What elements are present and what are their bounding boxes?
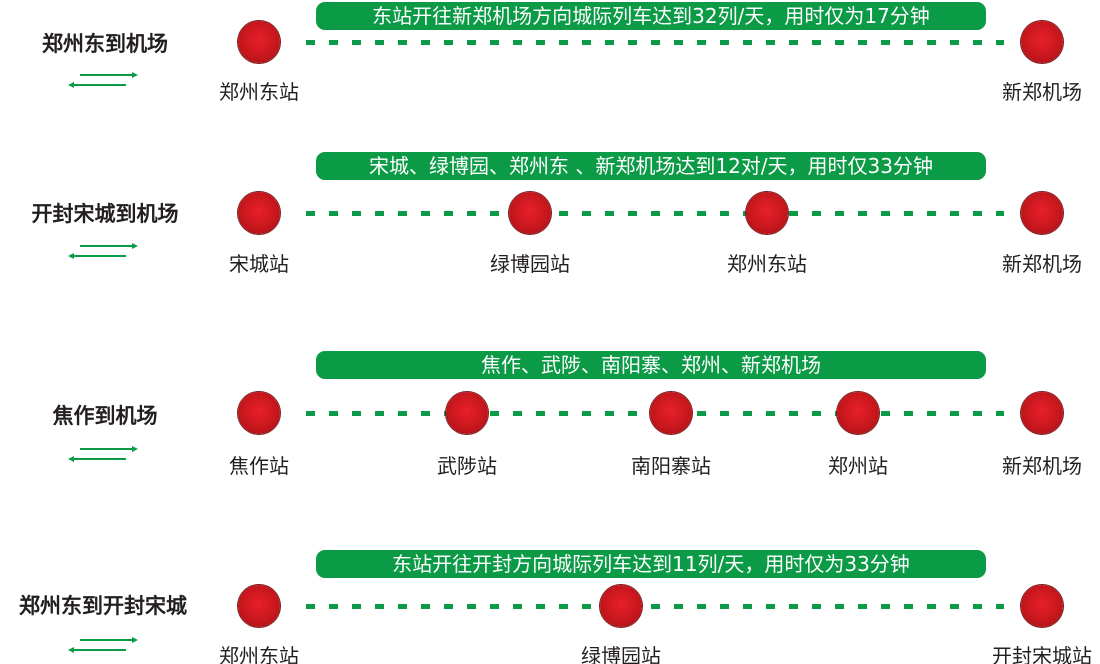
station-label: 郑州东站	[219, 644, 299, 664]
bidirectional-arrows-icon	[66, 446, 140, 462]
route-title: 郑州东到开封宋城	[19, 594, 187, 618]
station-label: 新郑机场	[1002, 80, 1082, 104]
station-label: 郑州站	[828, 454, 888, 478]
station-label: 新郑机场	[1002, 252, 1082, 276]
station-marker[interactable]	[600, 585, 642, 627]
station-marker[interactable]	[238, 21, 280, 63]
station-label: 郑州东站	[727, 252, 807, 276]
station-label: 武陟站	[437, 454, 497, 478]
station-marker[interactable]	[746, 192, 788, 234]
station-label: 绿博园站	[581, 644, 661, 664]
station-marker[interactable]	[1021, 585, 1063, 627]
station-label: 郑州东站	[219, 80, 299, 104]
route-info-banner: 东站开往新郑机场方向城际列车达到32列/天，用时仅为17分钟	[316, 2, 986, 30]
route-title: 焦作到机场	[52, 404, 158, 428]
bidirectional-arrows-icon	[66, 637, 140, 653]
station-label: 新郑机场	[1002, 454, 1082, 478]
route-info-banner: 宋城、绿博园、郑州东 、新郑机场达到12对/天，用时仅33分钟	[316, 152, 986, 180]
station-marker[interactable]	[1021, 192, 1063, 234]
station-marker[interactable]	[650, 392, 692, 434]
station-label: 绿博园站	[490, 252, 570, 276]
station-marker[interactable]	[1021, 392, 1063, 434]
station-label: 南阳寨站	[631, 454, 711, 478]
dashed-rail-line	[306, 40, 1004, 45]
station-marker[interactable]	[446, 392, 488, 434]
station-marker[interactable]	[238, 585, 280, 627]
dashed-rail-line	[306, 604, 1004, 609]
route-title: 开封宋城到机场	[31, 202, 179, 226]
route-info-banner: 焦作、武陟、南阳寨、郑州、新郑机场	[316, 351, 986, 379]
bidirectional-arrows-icon	[66, 72, 140, 88]
dashed-rail-line	[306, 211, 1004, 216]
route-title: 郑州东到机场	[42, 32, 168, 56]
bidirectional-arrows-icon	[66, 243, 140, 259]
station-label: 开封宋城站	[992, 644, 1092, 664]
station-marker[interactable]	[238, 192, 280, 234]
route-info-banner: 东站开往开封方向城际列车达到11列/天，用时仅为33分钟	[316, 550, 986, 578]
station-marker[interactable]	[1021, 21, 1063, 63]
station-marker[interactable]	[837, 392, 879, 434]
station-marker[interactable]	[238, 392, 280, 434]
station-label: 焦作站	[229, 454, 289, 478]
station-marker[interactable]	[509, 192, 551, 234]
station-label: 宋城站	[229, 252, 289, 276]
